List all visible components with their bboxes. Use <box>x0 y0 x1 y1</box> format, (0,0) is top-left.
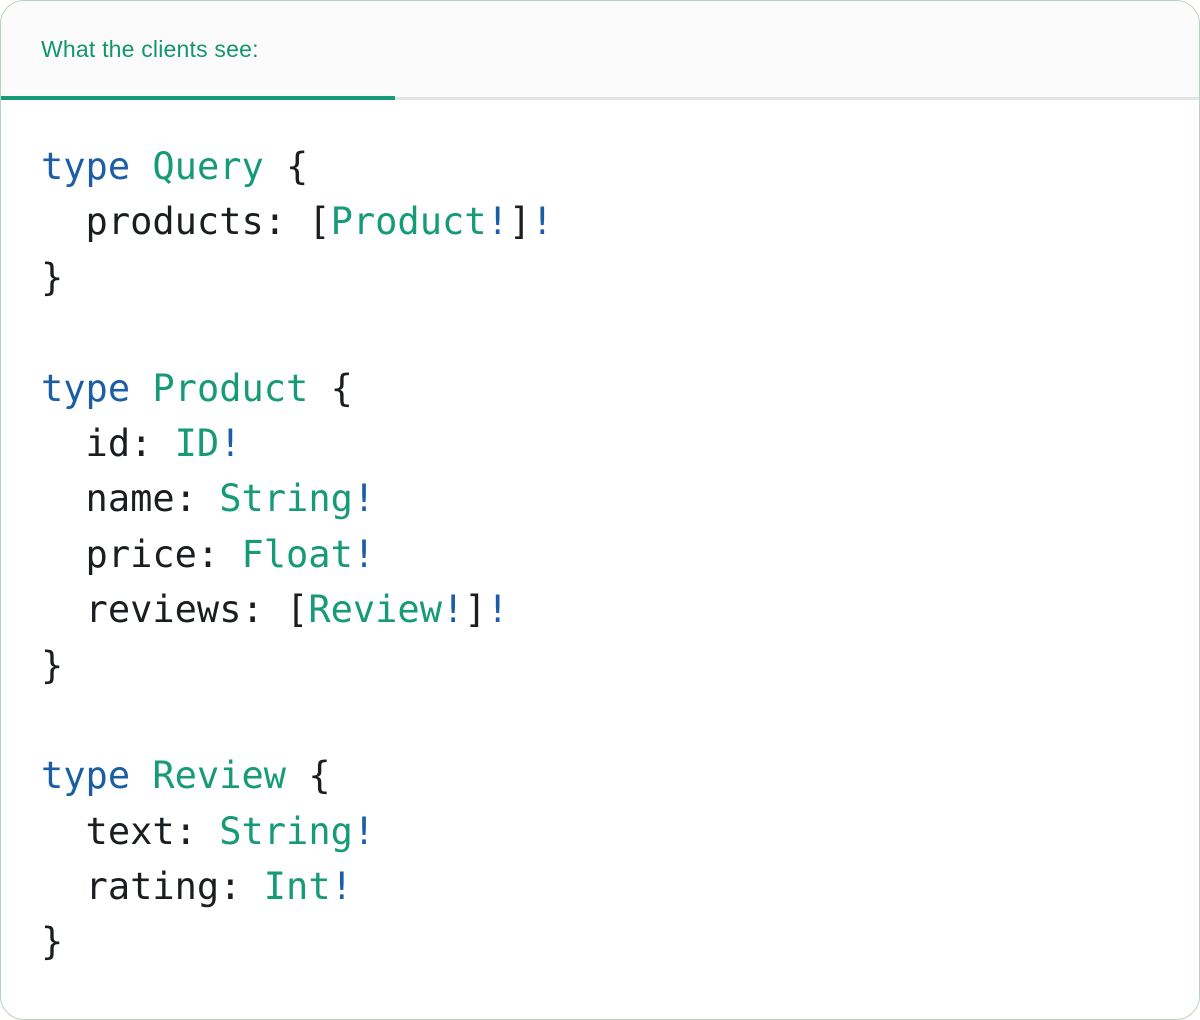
code-line: reviews: [Review!]! <box>41 588 509 632</box>
card-header: What the clients see: <box>1 1 1199 100</box>
code-line: rating: Int! <box>41 865 353 909</box>
code-line: products: [Product!]! <box>41 200 554 244</box>
code-line <box>41 305 1169 360</box>
code-line: name: String! <box>41 477 376 521</box>
tab-what-clients-see[interactable]: What the clients see: <box>1 36 259 63</box>
tab-label: What the clients see: <box>41 35 259 62</box>
code-line: } <box>41 255 64 299</box>
active-tab-indicator <box>1 96 395 100</box>
code-line: text: String! <box>41 809 376 853</box>
code-line: type Review { <box>41 754 331 798</box>
code-line: price: Float! <box>41 532 376 576</box>
code-line: } <box>41 643 64 687</box>
code-line: type Product { <box>41 366 353 410</box>
graphql-schema-code: type Query { products: [Product!]!} type… <box>1 100 1199 970</box>
code-line: id: ID! <box>41 421 242 465</box>
code-line <box>41 693 1169 748</box>
code-line: } <box>41 920 64 964</box>
code-line: type Query { <box>41 145 309 188</box>
